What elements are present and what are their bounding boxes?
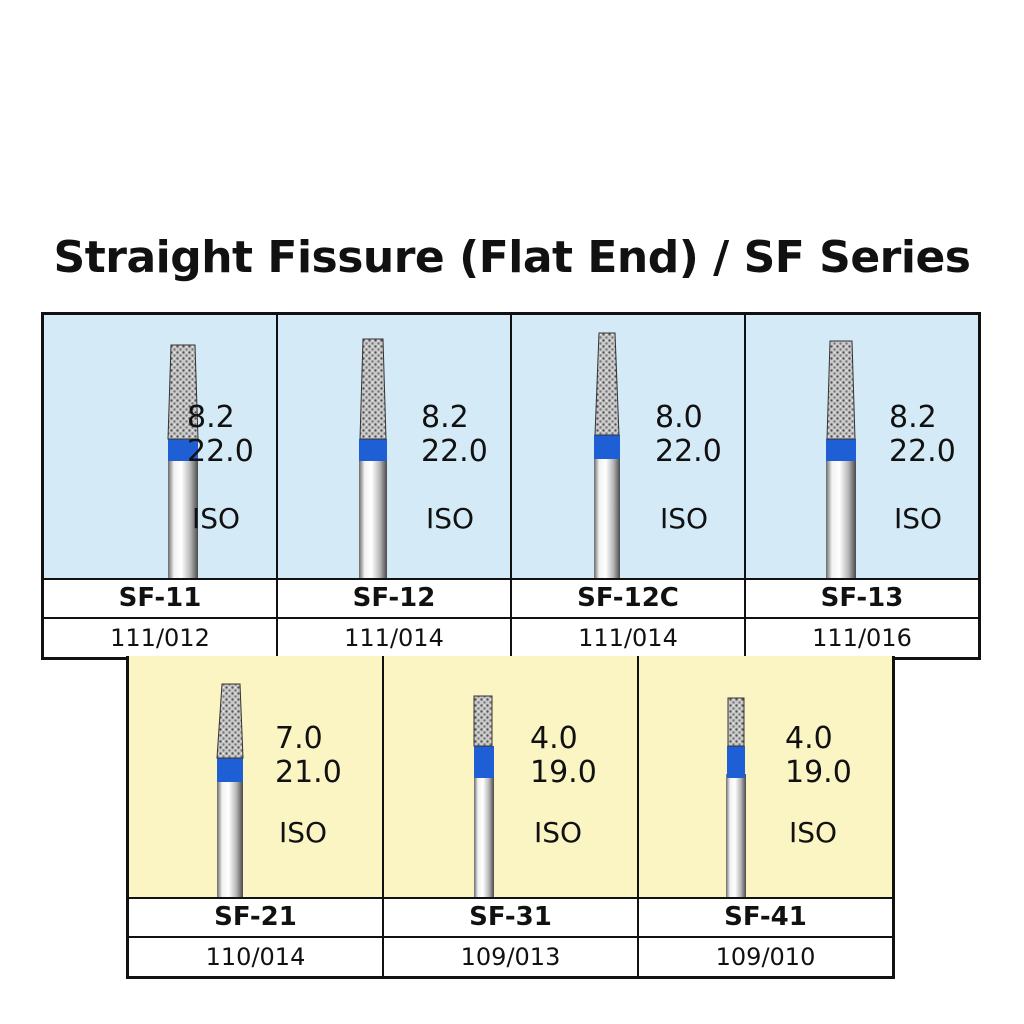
total-length: 22.0 (655, 434, 722, 469)
iso-label: ISO (192, 502, 241, 535)
head-length: 8.2 (889, 400, 937, 435)
head-length: 8.0 (655, 400, 703, 435)
product-card-sf-21[interactable]: 7.0 21.0 ISO SF-21 110/014 (129, 656, 384, 976)
iso-code: 109/013 (384, 938, 637, 976)
model-number: SF-31 (384, 897, 637, 938)
iso-code: 109/010 (639, 938, 892, 976)
head-length: 8.2 (421, 400, 469, 435)
iso-label: ISO (279, 816, 328, 849)
diamond-bur-icon (826, 340, 856, 578)
product-card-sf-11[interactable]: 8.2 22.0 ISO SF-11 111/012 (44, 315, 278, 657)
iso-label: ISO (789, 816, 838, 849)
iso-code: 111/012 (44, 619, 276, 657)
product-image-area: 8.2 22.0 ISO (746, 315, 978, 578)
total-length: 22.0 (187, 434, 254, 469)
specs: 8.2 22.0 (889, 401, 956, 469)
iso-label: ISO (534, 816, 583, 849)
diamond-bur-icon (167, 344, 199, 578)
iso-label: ISO (426, 502, 475, 535)
product-card-sf-31[interactable]: 4.0 19.0 ISO SF-31 109/013 (384, 656, 639, 976)
total-length: 19.0 (530, 755, 597, 790)
diamond-bur-icon (594, 332, 620, 578)
specs: 7.0 21.0 (275, 722, 342, 790)
total-length: 19.0 (785, 755, 852, 790)
diamond-bur-icon (726, 697, 746, 897)
iso-label: ISO (660, 502, 709, 535)
product-image-area: 4.0 19.0 ISO (639, 656, 892, 897)
product-image-area: 4.0 19.0 ISO (384, 656, 637, 897)
model-number: SF-13 (746, 578, 978, 619)
product-image-area: 8.2 22.0 ISO (278, 315, 510, 578)
product-row-1: 8.2 22.0 ISO SF-11 111/012 8.2 22.0 ISO … (41, 312, 981, 660)
iso-code: 110/014 (129, 938, 382, 976)
product-card-sf-12[interactable]: 8.2 22.0 ISO SF-12 111/014 (278, 315, 512, 657)
model-number: SF-21 (129, 897, 382, 938)
total-length: 22.0 (421, 434, 488, 469)
iso-code: 111/014 (278, 619, 510, 657)
diamond-bur-icon (216, 683, 244, 897)
product-row-2: 7.0 21.0 ISO SF-21 110/014 4.0 19.0 ISO … (126, 656, 895, 979)
model-number: SF-12 (278, 578, 510, 619)
model-number: SF-12C (512, 578, 744, 619)
product-image-area: 8.2 22.0 ISO (44, 315, 276, 578)
product-card-sf-12c[interactable]: 8.0 22.0 ISO SF-12C 111/014 (512, 315, 746, 657)
iso-code: 111/014 (512, 619, 744, 657)
specs: 8.2 22.0 (187, 401, 254, 469)
specs: 8.0 22.0 (655, 401, 722, 469)
specs: 4.0 19.0 (530, 722, 597, 790)
total-length: 21.0 (275, 755, 342, 790)
total-length: 22.0 (889, 434, 956, 469)
model-number: SF-41 (639, 897, 892, 938)
page-title: Straight Fissure (Flat End) / SF Series (53, 232, 971, 283)
product-image-area: 7.0 21.0 ISO (129, 656, 382, 897)
iso-code: 111/016 (746, 619, 978, 657)
diamond-bur-icon (359, 338, 387, 578)
iso-label: ISO (894, 502, 943, 535)
specs: 4.0 19.0 (785, 722, 852, 790)
head-length: 4.0 (785, 721, 833, 756)
product-card-sf-13[interactable]: 8.2 22.0 ISO SF-13 111/016 (746, 315, 980, 657)
product-card-sf-41[interactable]: 4.0 19.0 ISO SF-41 109/010 (639, 656, 894, 976)
head-length: 7.0 (275, 721, 323, 756)
product-image-area: 8.0 22.0 ISO (512, 315, 744, 578)
head-length: 4.0 (530, 721, 578, 756)
head-length: 8.2 (187, 400, 235, 435)
specs: 8.2 22.0 (421, 401, 488, 469)
model-number: SF-11 (44, 578, 276, 619)
diamond-bur-icon (473, 695, 494, 897)
